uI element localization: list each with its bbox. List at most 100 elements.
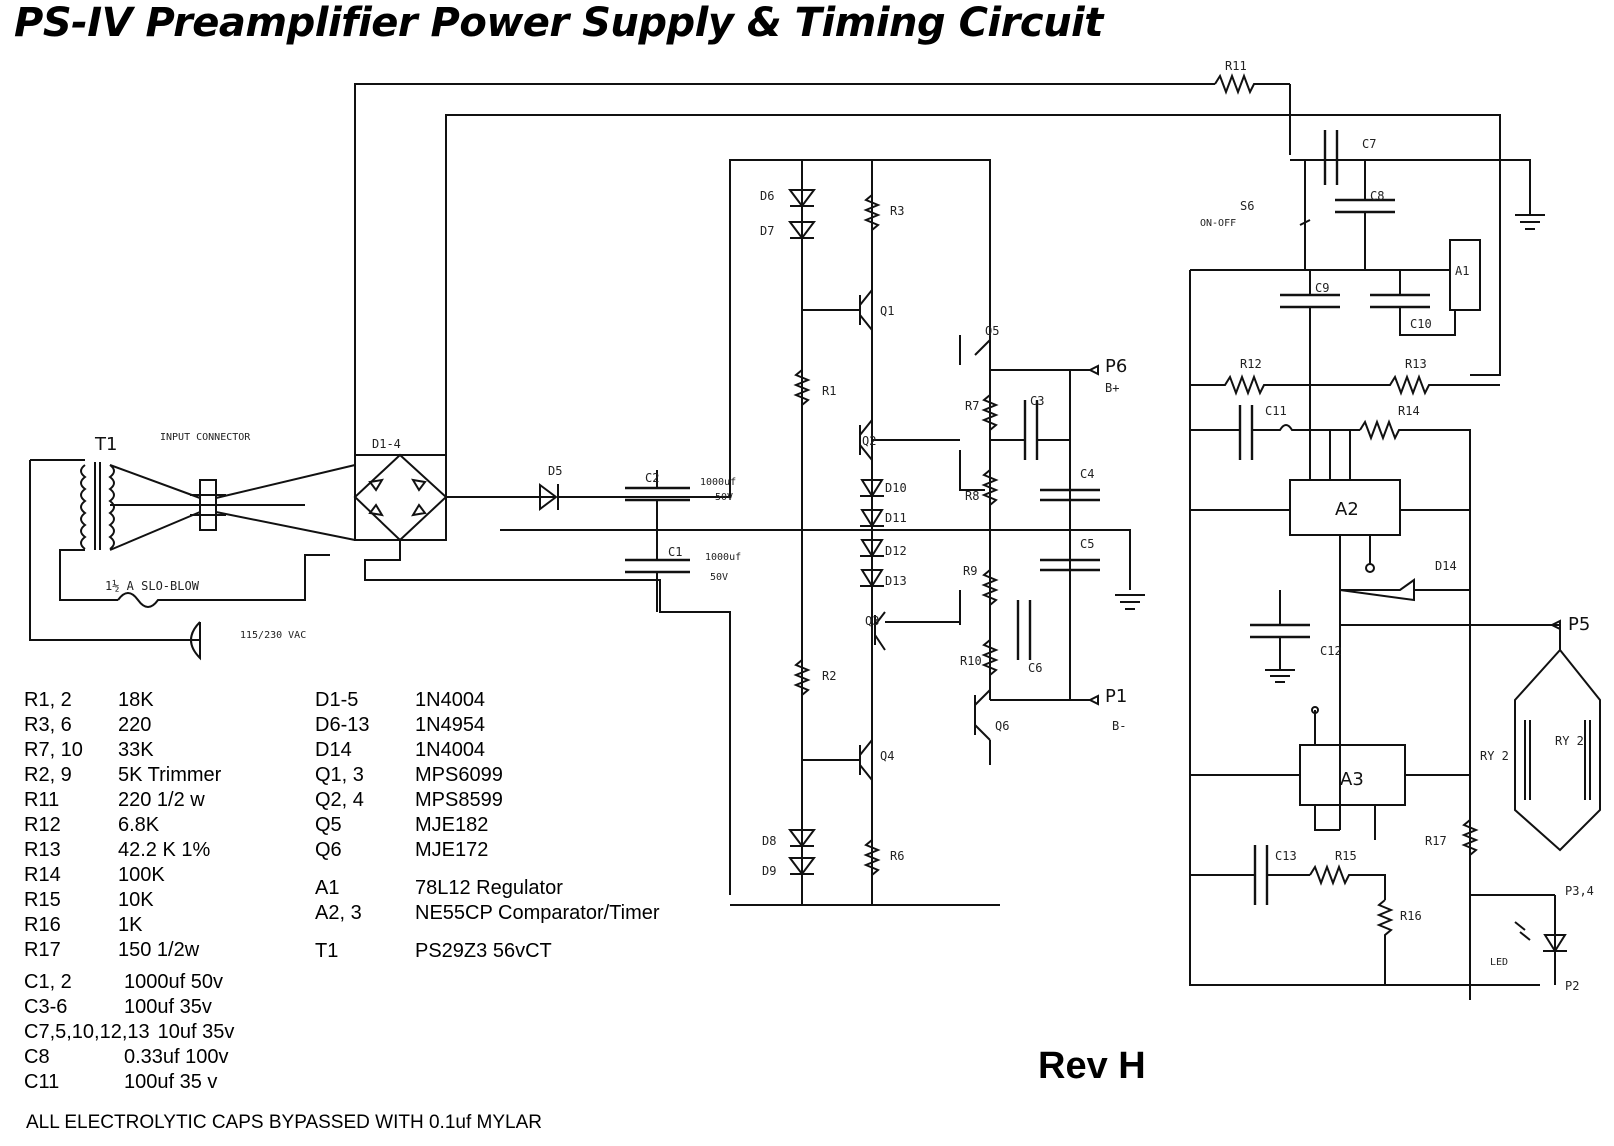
ground-symbol-mid [1115,594,1145,610]
transistor-q2 [859,419,960,461]
parts-list-row: R3, 6 220 [24,713,221,738]
svg-text:50V: 50V [715,492,733,503]
part-value: 1K [118,914,143,936]
part-ref: R13 [24,839,61,861]
svg-text:C2: C2 [645,471,659,485]
svg-text:ON-OFF: ON-OFF [1200,218,1236,229]
svg-text:P2: P2 [1565,979,1579,993]
bypass-note: ALL ELECTROLYTIC CAPS BYPASSED WITH 0.1u… [26,1112,542,1133]
parts-list-row: R14 100K [24,863,221,888]
part-ref: A2, 3 [315,902,362,924]
part-value: 78L12 Regulator [415,877,563,899]
svg-text:R13: R13 [1405,357,1427,371]
svg-text:D13: D13 [885,574,907,588]
part-ref: C7,5,10,12,13 [24,1021,150,1043]
transistor-q4 [859,739,873,781]
part-value: 18K [118,689,154,711]
svg-text:D5: D5 [548,464,562,478]
part-ref: Q5 [315,814,342,836]
revision-label: Rev H [1038,1045,1146,1087]
svg-text:RY 2: RY 2 [1480,749,1509,763]
transistor-q1 [859,289,873,331]
svg-text:115/230 VAC: 115/230 VAC [240,630,306,641]
svg-text:R6: R6 [890,849,904,863]
svg-text:R17: R17 [1425,834,1447,848]
parts-list-row: R17 150 1/2w [24,938,221,963]
part-ref: R2, 9 [24,764,72,786]
svg-text:R12: R12 [1240,357,1262,371]
part-value: 100uf 35v [124,996,212,1018]
transformer-t1 [29,459,201,641]
svg-text:INPUT CONNECTOR: INPUT CONNECTOR [160,432,251,443]
part-ref: R17 [24,939,61,961]
part-ref: C11 [24,1071,60,1093]
diode-d5 [539,159,991,700]
part-value: 5K Trimmer [118,764,222,786]
svg-text:1½ A SLO-BLOW: 1½ A SLO-BLOW [105,579,200,593]
parts-list-row: R2, 9 5K Trimmer [24,763,221,788]
diodes-d10-d13 [860,479,884,588]
svg-text:P1: P1 [1105,686,1127,707]
part-value: MPS6099 [415,764,503,786]
capacitor-c1 [625,530,690,612]
part-value: 0.33uf 100v [124,1046,229,1068]
part-value: 220 [118,714,152,736]
part-ref: R14 [24,864,61,886]
svg-text:R3: R3 [890,204,904,218]
regulator-column-left [730,160,1000,906]
part-value: MPS8599 [415,789,503,811]
part-value: 150 1/2w [118,939,200,961]
part-ref: R11 [24,789,60,811]
svg-text:R16: R16 [1400,909,1422,923]
svg-text:C6: C6 [1028,661,1042,675]
svg-text:A3: A3 [1340,769,1364,790]
part-ref: D14 [315,739,352,761]
svg-text:C4: C4 [1080,467,1094,481]
part-ref: T1 [315,940,339,962]
part-ref: R1, 2 [24,689,72,711]
ground-symbol-top [1515,205,1545,230]
part-value: 100K [118,864,165,886]
mains-plug [118,621,201,661]
svg-text:RY 2: RY 2 [1555,734,1584,748]
svg-text:C13: C13 [1275,849,1297,863]
part-value: 33K [118,739,154,761]
svg-text:1000uf: 1000uf [700,477,736,488]
part-ref: A1 [315,877,340,899]
part-ref: D6-13 [315,714,370,736]
part-ref: R16 [24,914,61,936]
part-value: 6.8K [118,814,160,836]
part-ref: Q6 [315,839,342,861]
part-value: 42.2 K 1% [118,839,211,861]
svg-text:R7: R7 [965,399,979,413]
svg-text:C5: C5 [1080,537,1094,551]
part-value: 1N4004 [415,689,486,711]
svg-text:D1-4: D1-4 [372,437,401,451]
part-ref: C1, 2 [24,971,72,993]
svg-text:50V: 50V [710,572,728,583]
svg-text:LED: LED [1490,957,1508,968]
part-value: MJE172 [415,839,489,861]
part-ref: R3, 6 [24,714,72,736]
svg-text:P6: P6 [1105,356,1127,377]
svg-text:P3,4: P3,4 [1565,884,1594,898]
svg-text:C11: C11 [1265,404,1287,418]
svg-text:R14: R14 [1398,404,1420,418]
svg-text:Q2: Q2 [862,434,876,448]
svg-text:R10: R10 [960,654,982,668]
svg-text:D14: D14 [1435,559,1457,573]
